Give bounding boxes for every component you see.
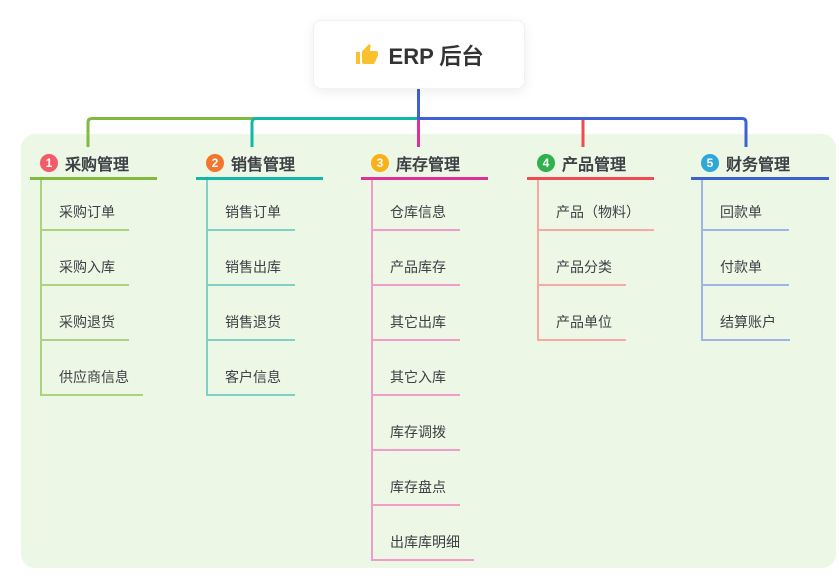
child-node[interactable]: 出库库明细 [373, 506, 474, 561]
child-node-label: 采购订单 [59, 204, 115, 220]
branch-children: 销售订单销售出库销售退货客户信息 [206, 180, 313, 396]
child-node[interactable]: 销售出库 [208, 231, 295, 286]
branch-children: 回款单付款单结算账户 [701, 180, 819, 341]
branch-title-node[interactable]: 4 产品管理 [527, 148, 654, 180]
child-node-label: 采购入库 [59, 259, 115, 275]
branch-index-badge: 2 [206, 153, 224, 172]
child-node[interactable]: 结算账户 [703, 286, 790, 341]
child-node-label: 结算账户 [720, 314, 776, 330]
child-node[interactable]: 采购退货 [42, 286, 129, 341]
child-node[interactable]: 其它入库 [373, 341, 460, 396]
branch-index-badge: 1 [40, 153, 58, 172]
child-node-label: 采购退货 [59, 314, 115, 330]
branch-title-node[interactable]: 1 采购管理 [30, 148, 157, 180]
branch-sales: 2 销售管理 销售订单销售出库销售退货客户信息 [196, 148, 323, 396]
child-node-label: 产品库存 [390, 259, 446, 275]
branch-children: 采购订单采购入库采购退货供应商信息 [40, 180, 147, 396]
branch-title-node[interactable]: 2 销售管理 [196, 148, 323, 180]
branch-title-label: 销售管理 [231, 156, 296, 174]
branch-product: 4 产品管理 产品（物料） 产品分类产品单位 [527, 148, 654, 341]
root-node-title: ERP 后台 [388, 43, 484, 69]
child-node-label: 销售退货 [225, 314, 281, 330]
branch-title-label: 采购管理 [65, 156, 130, 174]
branch-purchase: 1 采购管理 采购订单采购入库采购退货供应商信息 [30, 148, 157, 396]
branches-panel [21, 134, 836, 568]
child-node-label: 产品（物料） [556, 204, 640, 220]
child-node[interactable]: 其它出库 [373, 286, 460, 341]
child-node-label: 库存盘点 [390, 479, 446, 495]
child-node-label: 销售订单 [225, 204, 281, 220]
child-node[interactable]: 仓库信息 [373, 180, 460, 231]
child-node[interactable]: 产品库存 [373, 231, 460, 286]
child-node-label: 其它入库 [390, 369, 446, 385]
child-node[interactable]: 产品单位 [539, 286, 626, 341]
child-node-label: 付款单 [720, 259, 762, 275]
child-node[interactable]: 库存调拨 [373, 396, 460, 451]
branch-index-badge: 3 [371, 153, 389, 172]
branch-title-node[interactable]: 3 库存管理 [361, 148, 488, 180]
branch-children: 产品（物料） 产品分类产品单位 [537, 180, 654, 341]
branch-index-badge: 5 [701, 153, 719, 172]
child-node-label: 仓库信息 [390, 204, 446, 220]
branch-children: 仓库信息产品库存其它出库其它入库库存调拨库存盘点出库库明细 [371, 180, 478, 561]
child-node-label: 回款单 [720, 204, 762, 220]
child-node-label: 其它出库 [390, 314, 446, 330]
branch-title-node[interactable]: 5 财务管理 [691, 148, 829, 180]
child-node-label: 客户信息 [225, 369, 281, 385]
child-node-label: 供应商信息 [59, 369, 129, 385]
branch-title-label: 产品管理 [562, 156, 627, 174]
child-node[interactable]: 库存盘点 [373, 451, 460, 506]
child-node[interactable]: 付款单 [703, 231, 789, 286]
child-node[interactable]: 产品（物料） [539, 180, 654, 231]
thumbs-up-icon [355, 43, 379, 67]
child-node[interactable]: 销售订单 [208, 180, 295, 231]
branch-index-badge: 4 [537, 153, 555, 172]
child-node[interactable]: 供应商信息 [42, 341, 143, 396]
branch-title-label: 财务管理 [726, 156, 791, 174]
child-node-label: 出库库明细 [390, 534, 460, 550]
child-node[interactable]: 客户信息 [208, 341, 295, 396]
child-node[interactable]: 产品分类 [539, 231, 626, 286]
child-node[interactable]: 采购订单 [42, 180, 129, 231]
child-node-label: 产品分类 [556, 259, 612, 275]
child-node[interactable]: 销售退货 [208, 286, 295, 341]
branch-finance: 5 财务管理 回款单付款单结算账户 [691, 148, 829, 341]
child-node[interactable]: 采购入库 [42, 231, 129, 286]
branch-title-label: 库存管理 [396, 156, 461, 174]
child-node-label: 产品单位 [556, 314, 612, 330]
branch-inventory: 3 库存管理 仓库信息产品库存其它出库其它入库库存调拨库存盘点出库库明细 [361, 148, 488, 561]
child-node-label: 销售出库 [225, 259, 281, 275]
root-node[interactable]: ERP 后台 [313, 20, 525, 89]
child-node-label: 库存调拨 [390, 424, 446, 440]
child-node[interactable]: 回款单 [703, 180, 789, 231]
